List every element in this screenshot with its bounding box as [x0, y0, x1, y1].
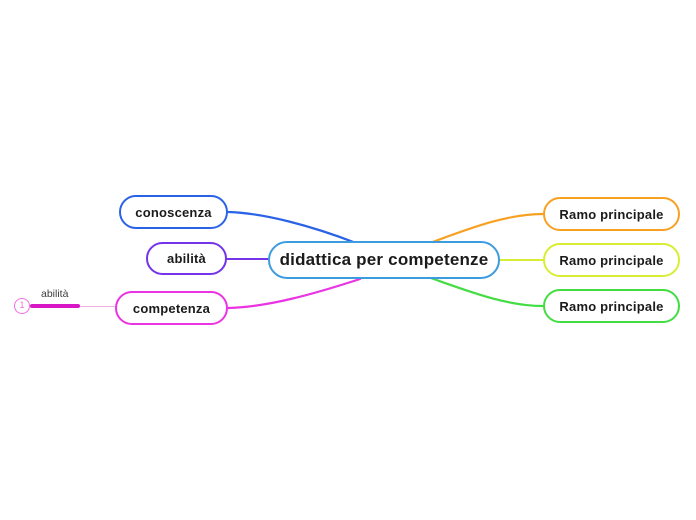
connector-competenza: [226, 277, 362, 310]
node-competenza[interactable]: competenza: [115, 291, 228, 325]
node-ramo-principale-3[interactable]: Ramo principale: [543, 289, 680, 323]
relationship-number-badge[interactable]: 1: [14, 298, 30, 314]
relationship-label: abilità: [41, 288, 69, 300]
node-conoscenza[interactable]: conoscenza: [119, 195, 228, 229]
relationship-line-tail: [80, 306, 115, 308]
connector-ramo-3: [426, 275, 545, 308]
connector-conoscenza: [226, 210, 358, 245]
node-abilita[interactable]: abilità: [146, 242, 227, 275]
node-root[interactable]: didattica per competenze: [268, 241, 500, 279]
relationship-line[interactable]: [30, 304, 80, 308]
node-ramo-principale-1[interactable]: Ramo principale: [543, 197, 680, 231]
node-ramo-principale-2[interactable]: Ramo principale: [543, 243, 680, 277]
connector-ramo-1: [428, 212, 545, 245]
